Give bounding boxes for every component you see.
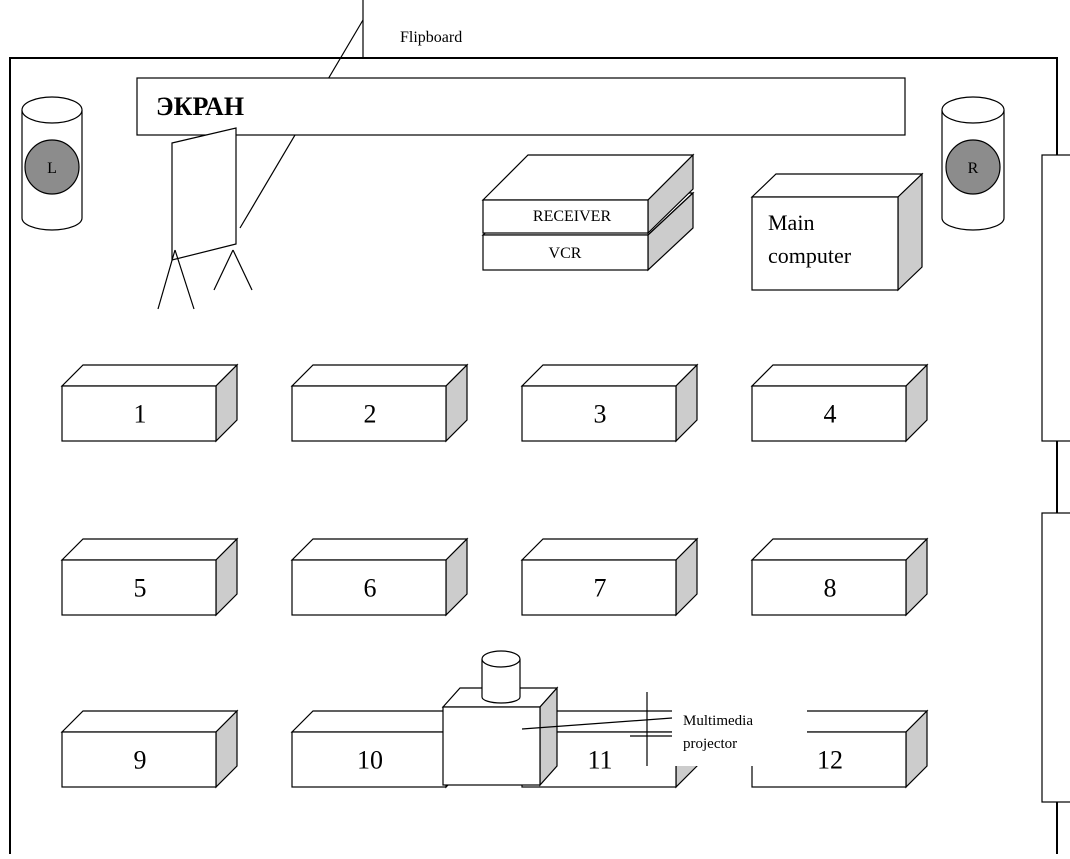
main-computer-label-line2: computer [768, 243, 852, 268]
right-speaker-label: R [968, 160, 979, 177]
desk-label: 10 [357, 746, 383, 775]
desk-6: 6 [290, 537, 469, 617]
room-wall [9, 57, 1058, 854]
desk-label: 7 [594, 574, 607, 603]
receiver: RECEIVER [481, 153, 695, 235]
desk-label: 11 [587, 746, 612, 775]
desk-5: 5 [60, 537, 239, 617]
projector-callout-bg [672, 702, 807, 766]
desk-label: 12 [817, 746, 843, 775]
desk-10: 10 [290, 709, 469, 789]
flipboard-easel [157, 127, 253, 310]
desk-1: 1 [60, 363, 239, 443]
wall-panel-upper [1041, 154, 1070, 442]
desk-label: 1 [134, 400, 147, 429]
wall-panel-lower [1041, 512, 1070, 803]
desk-7: 7 [520, 537, 699, 617]
desk-label: 4 [824, 400, 837, 429]
multimedia-projector [441, 650, 559, 787]
desk-label: 6 [364, 574, 377, 603]
main-computer: Main computer [750, 172, 924, 292]
desk-label: 5 [134, 574, 147, 603]
desk-4: 4 [750, 363, 929, 443]
desk-label: 9 [134, 746, 147, 775]
desk-label: 2 [364, 400, 377, 429]
receiver-label: RECEIVER [533, 208, 612, 225]
desk-label: 3 [594, 400, 607, 429]
projector-label-line2: projector [683, 736, 737, 752]
left-speaker: L [21, 96, 83, 231]
main-computer-label-line1: Main [768, 210, 814, 235]
vcr-label: VCR [549, 245, 582, 262]
screen-label: ЭКРАН [156, 92, 244, 121]
desk-3: 3 [520, 363, 699, 443]
desk-8: 8 [750, 537, 929, 617]
right-speaker: R [941, 96, 1005, 231]
flipboard-label: Flipboard [400, 29, 462, 46]
projector-label-line1: Multimedia [683, 713, 753, 729]
desk-2: 2 [290, 363, 469, 443]
left-speaker-label: L [47, 160, 57, 177]
desk-9: 9 [60, 709, 239, 789]
screen [136, 77, 906, 136]
desk-label: 8 [824, 574, 837, 603]
